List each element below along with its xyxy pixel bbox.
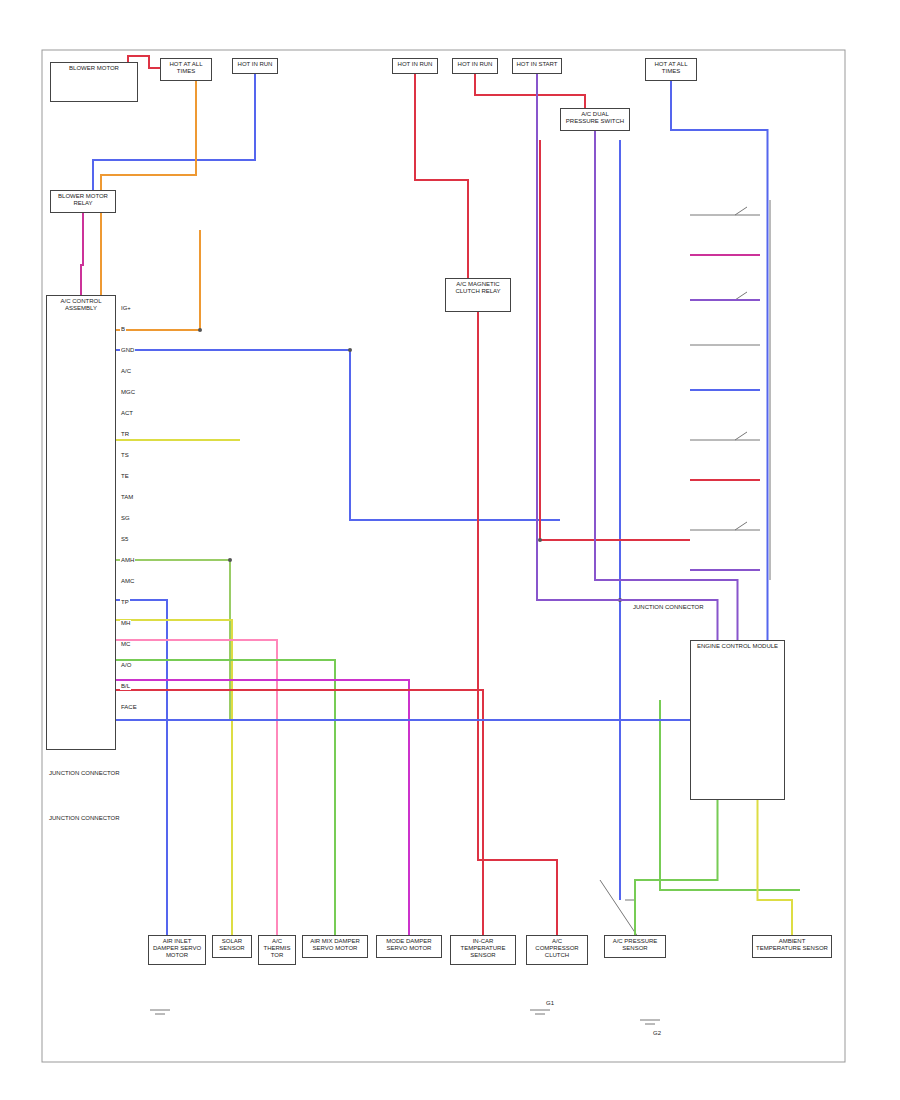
component-name: BLOWER MOTOR	[54, 65, 134, 72]
component-box: IN-CAR TEMPERATURE SENSOR	[450, 935, 516, 965]
component-name: HOT AT ALL TIMES	[649, 61, 693, 75]
pin-name: TAM	[120, 494, 134, 501]
component-name: A/C MAGNETIC CLUTCH RELAY	[449, 281, 507, 295]
component-box: BLOWER MOTOR RELAY	[50, 190, 116, 213]
pin-name: A/O	[120, 662, 132, 669]
component-box: HOT AT ALL TIMES	[160, 58, 212, 81]
component-box: AIR INLET DAMPER SERVO MOTOR	[148, 935, 206, 965]
component-name: A/C PRESSURE SENSOR	[608, 938, 662, 952]
wire	[537, 74, 718, 640]
component-name: BLOWER MOTOR RELAY	[54, 193, 112, 207]
pin-name: B	[120, 326, 126, 333]
wire	[475, 74, 585, 108]
pin-name: MC	[120, 641, 131, 648]
component-box: HOT AT ALL TIMES	[645, 58, 697, 81]
wire	[116, 600, 167, 935]
component-box: HOT IN START	[512, 58, 562, 74]
component-box: SOLAR SENSOR	[212, 935, 252, 958]
component-box: A/C THERMISTOR	[258, 935, 296, 965]
component-name: SOLAR SENSOR	[216, 938, 248, 952]
component-name: A/C DUAL PRESSURE SWITCH	[564, 111, 626, 125]
connector-label: JUNCTION CONNECTOR	[48, 815, 121, 822]
wire	[595, 131, 738, 640]
pin-name: MH	[120, 620, 131, 627]
component-name: AIR MIX DAMPER SERVO MOTOR	[306, 938, 364, 952]
component-name: AMBIENT TEMPERATURE SENSOR	[756, 938, 828, 952]
component-box: MODE DAMPER SERVO MOTOR	[376, 935, 442, 958]
wire	[101, 81, 196, 295]
wire	[116, 620, 232, 935]
component-name: ENGINE CONTROL MODULE	[694, 643, 781, 650]
pin-name: FACE	[120, 704, 138, 711]
wire	[116, 660, 335, 935]
component-name: HOT IN RUN	[456, 61, 494, 68]
pin-name: TE	[120, 473, 130, 480]
wire	[415, 74, 468, 278]
wire	[81, 213, 83, 295]
pin-name: MGC	[120, 389, 136, 396]
wire	[635, 800, 718, 935]
pin-name: B/L	[120, 683, 131, 690]
wire	[116, 680, 409, 935]
component-name: IN-CAR TEMPERATURE SENSOR	[454, 938, 512, 960]
pin-name: SG	[120, 515, 131, 522]
component-box: ENGINE CONTROL MODULE	[690, 640, 785, 800]
component-box: A/C CONTROL ASSEMBLY	[46, 295, 116, 750]
component-box: HOT IN RUN	[392, 58, 438, 74]
pin-name: GND	[120, 347, 135, 354]
pin-name: A/C	[120, 368, 132, 375]
wire	[671, 81, 768, 640]
component-name: HOT IN START	[516, 61, 558, 68]
pin-name: TP	[120, 599, 130, 606]
pin-name: AMC	[120, 578, 135, 585]
component-box: HOT IN RUN	[452, 58, 498, 74]
component-box: HOT IN RUN	[232, 58, 278, 74]
component-name: MODE DAMPER SERVO MOTOR	[380, 938, 438, 952]
component-name: HOT AT ALL TIMES	[164, 61, 208, 75]
component-box: A/C PRESSURE SENSOR	[604, 935, 666, 958]
pin-name: AMH	[120, 557, 135, 564]
connector-label: G1	[545, 1000, 555, 1007]
pin-name: ACT	[120, 410, 134, 417]
component-box: A/C DUAL PRESSURE SWITCH	[560, 108, 630, 131]
pin-name: TS	[120, 452, 130, 459]
wire	[116, 719, 690, 721]
component-name: A/C COMPRESSOR CLUTCH	[530, 938, 584, 960]
component-name: HOT IN RUN	[396, 61, 434, 68]
component-box: A/C MAGNETIC CLUTCH RELAY	[445, 278, 511, 312]
connector-label: G2	[652, 1030, 662, 1037]
component-name: AIR INLET DAMPER SERVO MOTOR	[152, 938, 202, 960]
pin-name: IG+	[120, 305, 132, 312]
wire	[116, 640, 277, 935]
component-box: AIR MIX DAMPER SERVO MOTOR	[302, 935, 368, 958]
wire	[758, 800, 793, 935]
component-name: HOT IN RUN	[236, 61, 274, 68]
pin-name: S5	[120, 536, 129, 543]
connector-label: JUNCTION CONNECTOR	[632, 604, 705, 611]
component-box: AMBIENT TEMPERATURE SENSOR	[752, 935, 832, 958]
component-name: A/C THERMISTOR	[262, 938, 292, 960]
connector-label: JUNCTION CONNECTOR	[48, 770, 121, 777]
component-box: A/C COMPRESSOR CLUTCH	[526, 935, 588, 965]
wire	[478, 312, 557, 935]
pin-name: TR	[120, 431, 130, 438]
component-box: BLOWER MOTOR	[50, 62, 138, 102]
component-name: A/C CONTROL ASSEMBLY	[50, 298, 112, 312]
wire	[116, 690, 483, 935]
